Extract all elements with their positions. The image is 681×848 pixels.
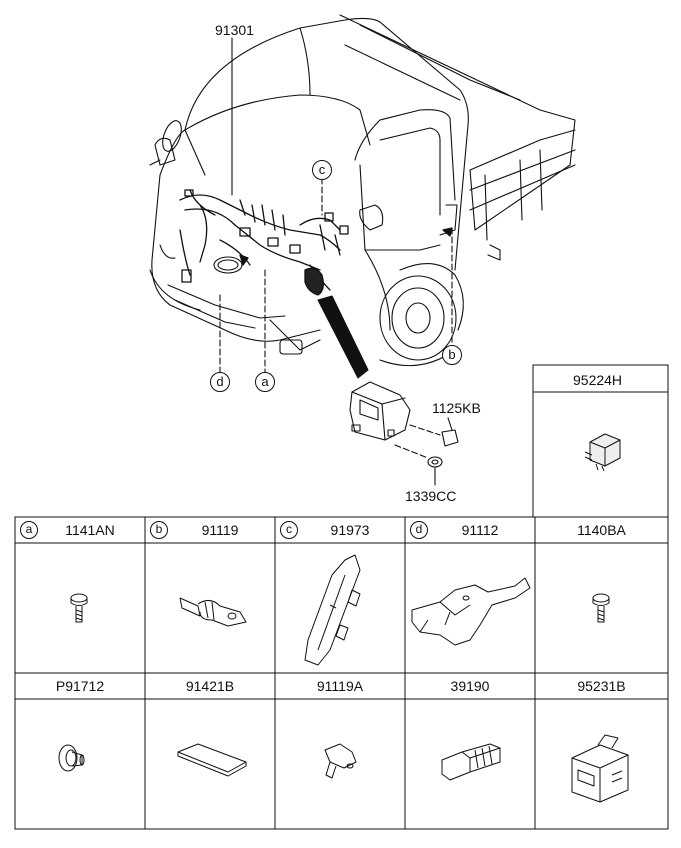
part-code-91973: 91973 <box>330 522 370 538</box>
grommet-icon <box>58 744 85 772</box>
callout-harness: 91301 <box>215 22 254 38</box>
callout-relay: 95224H <box>573 372 623 388</box>
callout-grommet: 1339CC <box>405 488 457 504</box>
marker-d: d <box>210 372 230 392</box>
truck-cab-drawing <box>149 14 576 367</box>
marker-b: b <box>442 345 462 365</box>
row1-marker-b: b <box>150 521 168 539</box>
row1-marker-a: a <box>20 521 38 539</box>
sensor-block-icon <box>441 743 501 781</box>
part-code-91421b: 91421B <box>185 678 235 694</box>
clip-icon <box>324 743 357 779</box>
wiring-harness-drawing <box>179 189 453 296</box>
part-code-91119a: 91119A <box>316 678 364 694</box>
callout-bolt: 1125KB <box>432 400 481 416</box>
part-code-39190: 39190 <box>450 678 490 694</box>
row1-marker-c: c <box>280 521 298 539</box>
bolt-1125kb-drawing <box>409 417 459 447</box>
bolt-icon <box>70 593 88 623</box>
row1-marker-d: d <box>410 521 428 539</box>
bolt-icon <box>592 593 610 623</box>
junction-box-drawing <box>349 381 411 441</box>
part-code-91119: 91119 <box>201 522 239 538</box>
part-code-p91712: P91712 <box>55 678 105 694</box>
harness-protector-icon <box>304 554 361 666</box>
pad-icon <box>177 743 247 777</box>
part-code-91112: 91112 <box>461 522 499 538</box>
part-code-1141an: 1141AN <box>65 522 115 538</box>
pointer-arrow <box>317 295 369 379</box>
control-module-icon <box>571 734 629 803</box>
part-code-95231b: 95231B <box>577 678 626 694</box>
part-code-1140ba: 1140BA <box>577 522 626 538</box>
relay-icon <box>584 433 621 472</box>
marker-c: c <box>312 160 332 180</box>
connector-clip-icon <box>179 597 247 627</box>
marker-a: a <box>255 372 275 392</box>
grommet-1339cc-drawing <box>394 444 443 486</box>
bracket-icon <box>411 577 531 646</box>
